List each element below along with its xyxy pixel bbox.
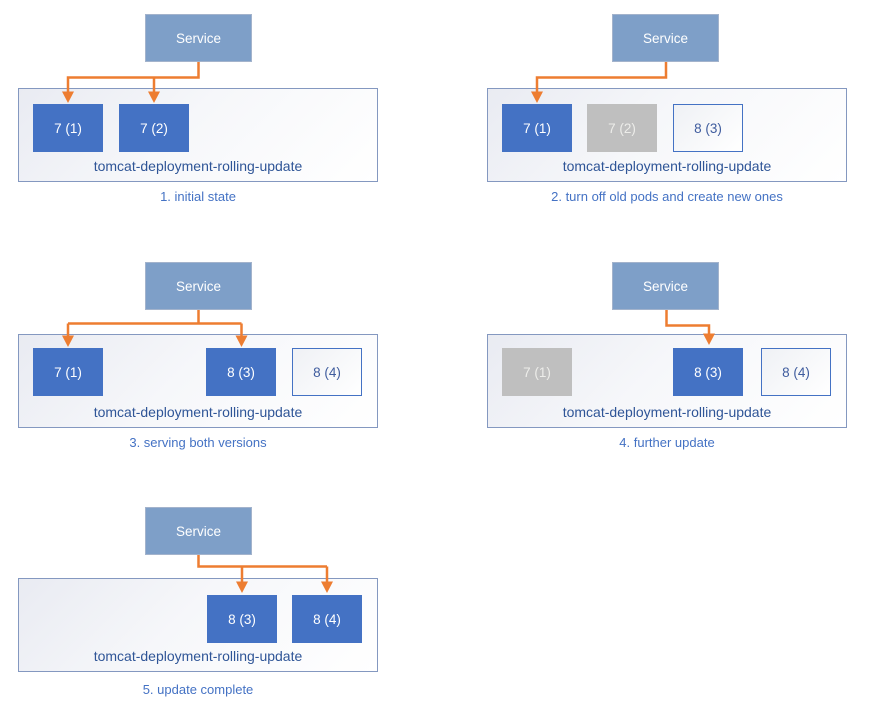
service-label: Service [175,30,221,46]
service-box: Service [145,14,252,62]
panel-caption: 5. update complete [142,682,254,697]
service-label: Service [642,278,688,294]
deployment-label: tomcat-deployment-rolling-update [93,158,303,174]
pod-box: 7 (1) [33,104,103,152]
pod-label: 7 (1) [523,364,551,380]
pod-box: 7 (1) [33,348,103,396]
service-label: Service [175,278,221,294]
pod-label: 8 (3) [694,120,722,136]
pod-label: 7 (1) [54,364,82,380]
panel-caption: 4. further update [619,435,715,450]
service-box: Service [612,262,719,310]
pod-box: 8 (4) [292,348,362,396]
panel-caption: 1. initial state [160,189,236,204]
pod-label: 7 (2) [140,120,168,136]
pod-box: 8 (3) [207,595,277,643]
pod-label: 7 (2) [608,120,636,136]
panel-caption: 3. serving both versions [129,435,267,450]
service-box: Service [145,262,252,310]
service-box: Service [145,507,252,555]
pod-box: 8 (4) [292,595,362,643]
service-label: Service [642,30,688,46]
pod-label: 8 (3) [227,364,255,380]
pod-box: 8 (4) [761,348,831,396]
pod-label: 8 (4) [313,364,341,380]
pod-box: 7 (1) [502,348,572,396]
deployment-label: tomcat-deployment-rolling-update [93,648,303,664]
pod-label: 7 (1) [523,120,551,136]
pod-box: 7 (1) [502,104,572,152]
pod-label: 8 (3) [694,364,722,380]
service-box: Service [612,14,719,62]
deployment-label: tomcat-deployment-rolling-update [93,404,303,420]
pod-label: 8 (4) [782,364,810,380]
pod-box: 8 (3) [206,348,276,396]
pod-label: 7 (1) [54,120,82,136]
service-label: Service [175,523,221,539]
panel-caption: 2. turn off old pods and create new ones [551,189,783,204]
pod-box: 8 (3) [673,104,743,152]
deployment-label: tomcat-deployment-rolling-update [562,404,772,420]
deployment-label: tomcat-deployment-rolling-update [562,158,772,174]
pod-label: 8 (4) [313,611,341,627]
pod-box: 8 (3) [673,348,743,396]
pod-box: 7 (2) [587,104,657,152]
pod-label: 8 (3) [228,611,256,627]
pod-box: 7 (2) [119,104,189,152]
